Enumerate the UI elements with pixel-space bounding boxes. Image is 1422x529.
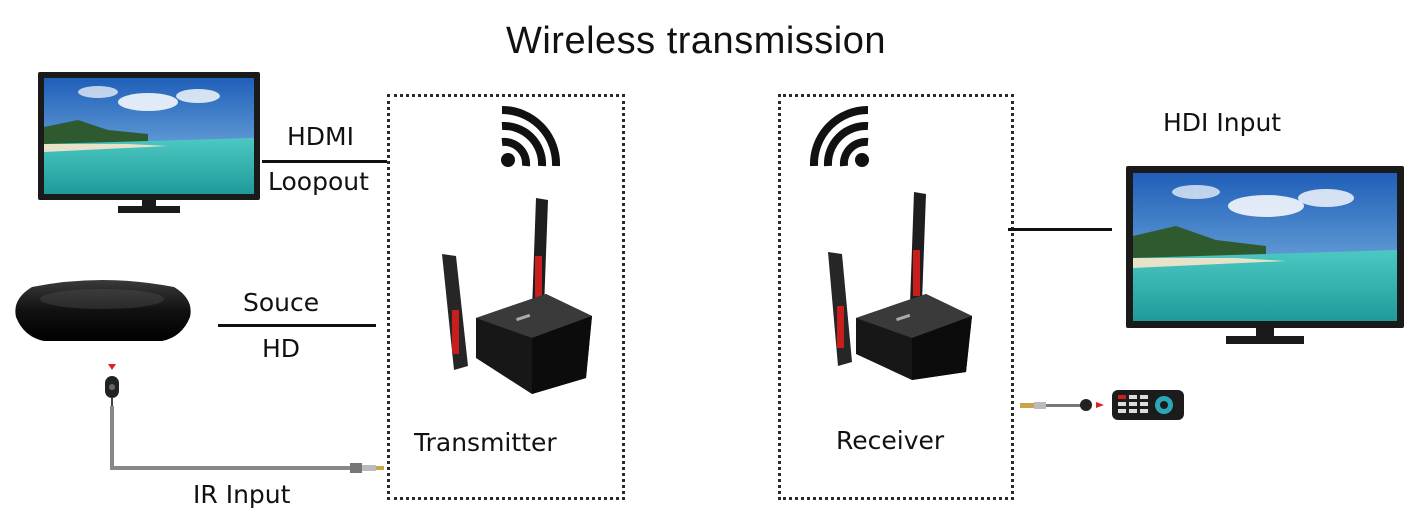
wifi-signal-icon: [809, 106, 869, 167]
hd-label: HD: [262, 334, 301, 363]
transmitter-label: Transmitter: [414, 428, 557, 457]
transmitter-box: [387, 94, 625, 500]
ir-input-label: IR Input: [193, 480, 291, 509]
diagram-title: Wireless transmission: [505, 20, 887, 62]
hdi-input-label: HDI Input: [1163, 108, 1282, 137]
wifi-signal-icon: [501, 106, 561, 167]
receiver-box: [778, 94, 1014, 500]
ir-receiver-icon: [105, 364, 384, 473]
hdmi-loopout-line: [262, 160, 387, 163]
display-monitor-icon: [1126, 166, 1404, 344]
receiver-device-icon: [828, 192, 972, 380]
hdmi-output-line: [1008, 228, 1112, 231]
receiver-label: Receiver: [836, 426, 945, 455]
source-label: Souce: [243, 288, 320, 317]
loopout-label: Loopout: [268, 167, 369, 196]
loopout-monitor-icon: [38, 72, 260, 213]
hdmi-label: HDMI: [287, 122, 354, 151]
media-box-icon: [15, 280, 191, 341]
transmitter-device-icon: [442, 198, 592, 394]
remote-control-icon: [1020, 390, 1184, 420]
source-hd-line: [218, 324, 376, 327]
